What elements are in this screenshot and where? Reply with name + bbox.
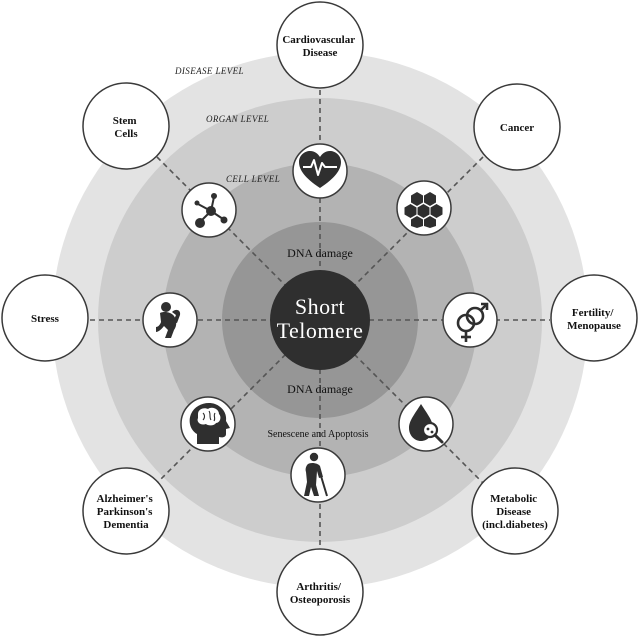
center-circle xyxy=(270,270,370,370)
molecule-icon xyxy=(181,182,237,238)
stressed-person-icon xyxy=(142,292,198,348)
blood-drop-magnifier-icon xyxy=(398,396,454,452)
metabolic-line1: Metabolic xyxy=(490,493,537,505)
cardiovascular-line2: Disease xyxy=(303,47,338,59)
honeycomb-cells-icon xyxy=(396,180,452,236)
elderly-person-icon xyxy=(290,447,346,503)
disease-arthritis: Arthritis/ Osteoporosis xyxy=(276,548,364,636)
disease-alzheimer: Alzheimer's Parkinson's Dementia xyxy=(82,467,170,555)
svg-text:Stem Cells: Stem Cells xyxy=(113,115,140,140)
center-title-line2: Telomere xyxy=(277,318,364,343)
svg-text:Alzheimer's Parkinson's: Alzheimer's Parkinson's Dementia xyxy=(97,493,156,531)
center-title-line1: Short xyxy=(295,294,345,319)
ring-label-cell: CELL LEVEL xyxy=(226,174,280,184)
svg-text:Arthritis/ Osteoporosis: Arthritis/ Osteoporosis xyxy=(290,581,351,606)
metabolic-line2: Disease xyxy=(496,506,531,518)
svg-text:Cardiovascular Disease: Cardiovascular Disease xyxy=(282,34,357,59)
fertility-line1: Fertility/ xyxy=(572,307,614,319)
disease-stemcells: Stem Cells xyxy=(82,82,170,170)
stemcells-line1: Stem xyxy=(113,115,137,127)
alzheimer-line1: Alzheimer's xyxy=(97,493,154,505)
fertility-line2: Menopause xyxy=(567,320,621,332)
stemcells-line2: Cells xyxy=(114,128,138,140)
gender-symbols-icon xyxy=(442,292,498,348)
arthritis-line2: Osteoporosis xyxy=(290,594,351,606)
alzheimer-line3: Dementia xyxy=(103,519,149,531)
cardiovascular-line1: Cardiovascular xyxy=(282,34,355,46)
brain-head-icon xyxy=(180,396,236,452)
disease-fertility: Fertility/ Menopause xyxy=(550,274,638,362)
stress-label: Stress xyxy=(31,313,60,325)
metabolic-line3: (incl.diabetes) xyxy=(482,519,548,531)
alzheimer-line2: Parkinson's xyxy=(97,506,153,518)
dna-damage-top: DNA damage xyxy=(287,246,353,260)
ring-label-disease: DISEASE LEVEL xyxy=(174,66,244,76)
disease-metabolic: Metabolic Disease (incl.diabetes) xyxy=(471,467,559,555)
senescence-label: Senescene and Apoptosis xyxy=(267,429,368,440)
cancer-label: Cancer xyxy=(500,122,534,134)
disease-cardiovascular: Cardiovascular Disease xyxy=(276,1,364,89)
svg-text:Metabolic Disease: Metabolic Disease (incl.diabetes) xyxy=(482,493,548,531)
dna-damage-bottom: DNA damage xyxy=(287,382,353,396)
ring-label-organ: ORGAN LEVEL xyxy=(206,114,269,124)
disease-stress: Stress xyxy=(1,274,89,362)
disease-cancer: Cancer xyxy=(473,83,561,171)
arthritis-line1: Arthritis/ xyxy=(296,581,342,593)
heart-pulse-icon xyxy=(292,143,348,199)
svg-text:Fertility/ Menopause: Fertility/ Menopause xyxy=(567,307,621,332)
